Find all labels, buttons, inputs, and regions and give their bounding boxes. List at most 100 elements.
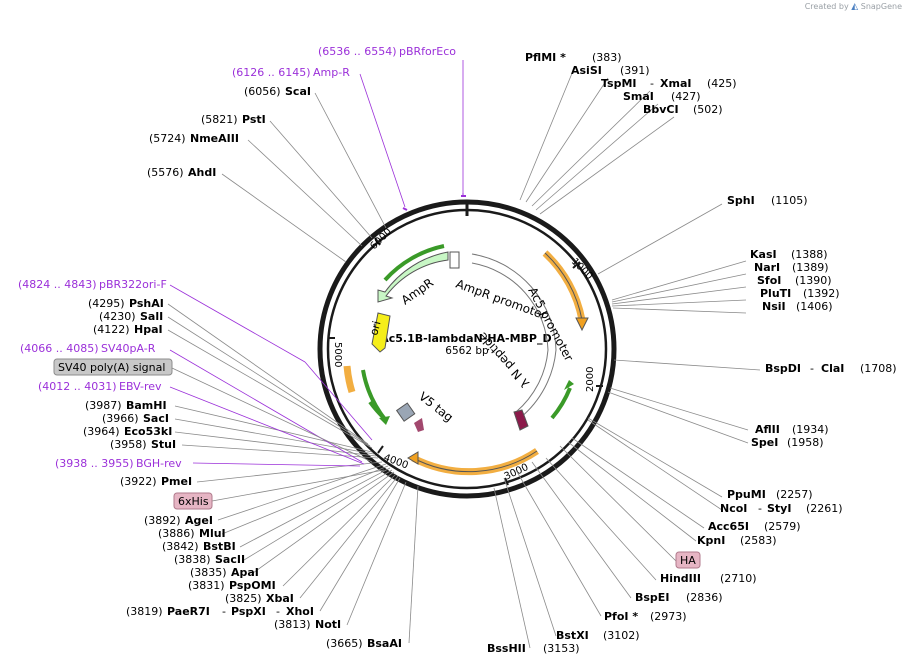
- site-acc65i-name: Acc65I: [708, 520, 749, 533]
- backbone-ring: [317, 199, 617, 499]
- site-apai-name: ApaI: [231, 566, 259, 579]
- site-bspdi-name: BspDI: [765, 362, 801, 375]
- site-bsshii-pos: (3153): [543, 642, 580, 655]
- ampr-label: AmpR: [399, 275, 436, 307]
- site-nsii-name: NsiI: [762, 300, 786, 313]
- site-pflmi-name: PflMI *: [525, 51, 566, 64]
- site-agei-name: AgeI: [185, 514, 213, 527]
- green-arrow-ori: [379, 416, 390, 425]
- site-ncoi-sep: -: [758, 502, 762, 515]
- site-saci-name: SacI: [143, 412, 169, 425]
- site-pluti-pos: (1392): [803, 287, 840, 300]
- primer-pbrforeco-range: (6536 .. 6554): [318, 45, 397, 58]
- credit-prefix: Created by: [804, 2, 849, 11]
- site-ppumi-name: PpuMI: [727, 488, 766, 501]
- site-ahdi-name: AhdI: [188, 166, 216, 179]
- primer-tick-ampr: [402, 207, 408, 211]
- tick-1000: [572, 261, 581, 269]
- primer-ebv-rev-range: (4012 .. 4031): [38, 380, 117, 393]
- site-apai-pos: (3835): [190, 566, 227, 579]
- site-agei-pos: (3892): [144, 514, 181, 527]
- ac5-promoter-arc: [471, 262, 549, 351]
- site-nmeaiii-name: NmeAIII: [190, 132, 239, 145]
- snapgene-logo-icon: ◭: [851, 2, 859, 12]
- leader-lines: [167, 65, 761, 649]
- site-ppumi-pos: (2257): [776, 488, 813, 501]
- site-kasi-name: KasI: [750, 248, 777, 261]
- site-xhoi-sep: -: [276, 605, 280, 618]
- ori-label: ori: [367, 320, 383, 337]
- site-scai-pos: (6056): [244, 85, 281, 98]
- primer-sv40pa-r-name: SV40pA-R: [101, 342, 156, 355]
- site-pshai-name: PshAI: [129, 297, 164, 310]
- site-sali-name: SalI: [140, 310, 163, 323]
- 6xhis-label: 6xHis: [178, 495, 209, 508]
- site-pfoi-pos: (2973): [650, 610, 687, 623]
- ampr-feature: [377, 251, 449, 303]
- site-bstxi-pos: (3102): [603, 629, 640, 642]
- ha-label: HA: [680, 554, 696, 567]
- green-arc-ori: [361, 369, 386, 420]
- site-mlui-pos: (3886): [158, 527, 195, 540]
- site-pluti-name: PluTI: [760, 287, 791, 300]
- site-sali-pos: (4230): [99, 310, 136, 323]
- site-sacii-name: SacII: [215, 553, 245, 566]
- site-pmei-name: PmeI: [161, 475, 192, 488]
- site-tspmi-name: TspMI: [601, 77, 637, 90]
- site-nsii-pos: (1406): [796, 300, 833, 313]
- site-acc65i-pos: (2579): [764, 520, 801, 533]
- site-xbai-name: XbaI: [266, 592, 294, 605]
- site-paer7i-pos: (3819): [126, 605, 163, 618]
- leader-sv40: [171, 367, 373, 463]
- site-ncoi-name: NcoI: [720, 502, 747, 515]
- primer-leader-lines: [169, 60, 464, 467]
- site-pspxi-sep: -: [222, 605, 226, 618]
- site-tspmi-sep: -: [650, 77, 654, 90]
- site-noti-pos: (3813): [274, 618, 311, 631]
- site-bsaai-name: BsaAI: [367, 637, 402, 650]
- site-pspomi-pos: (3831): [188, 579, 225, 592]
- site-hindiii-pos: (2710): [720, 572, 757, 585]
- site-stui-pos: (3958): [110, 438, 147, 451]
- snapgene-credit: Created by ◭ SnapGene: [805, 2, 902, 12]
- site-bstxi-name: BstXI: [556, 629, 589, 642]
- primer-ebv-rev-name: EBV-rev: [119, 380, 162, 393]
- tick-4000: [377, 445, 384, 454]
- cds-arc-c: [343, 365, 356, 394]
- site-sphi-pos: (1105): [771, 194, 808, 207]
- site-bspei-name: BspEI: [635, 591, 669, 604]
- site-pspomi-name: PspOMI: [229, 579, 276, 592]
- site-psti-pos: (5821): [201, 113, 238, 126]
- 6xhis-box: [173, 492, 213, 510]
- site-asisi-name: AsiSI: [571, 64, 602, 77]
- site-nmeaiii-pos: (5724): [149, 132, 186, 145]
- cds-arc-b-outline: [412, 450, 538, 473]
- site-bamhi-pos: (3987): [85, 399, 122, 412]
- v5-tag-feature: [395, 402, 416, 422]
- primer-leader-ori-f: [304, 361, 373, 441]
- site-xmai-pos: (425): [707, 77, 737, 90]
- ampr-promoter-box: [449, 251, 460, 269]
- site-bsaai-pos: (3665): [326, 637, 363, 650]
- site-smai-name: SmaI: [623, 90, 654, 103]
- site-hpai-name: HpaI: [134, 323, 163, 336]
- tick-6000: [374, 237, 381, 246]
- tick-label-6000: 6000: [368, 226, 394, 252]
- lambda-n-feature: [513, 409, 529, 431]
- site-spei-pos: (1958): [787, 436, 824, 449]
- sv40-polya-box: [53, 358, 173, 376]
- tick-3000: [504, 477, 509, 486]
- site-sfoi-name: SfoI: [757, 274, 781, 287]
- site-xbai-pos: (3825): [225, 592, 262, 605]
- sv40-polya-label: SV40 poly(A) signal: [58, 361, 165, 374]
- site-bstbi-name: BstBI: [203, 540, 236, 553]
- tick-label-5000: 5000: [332, 342, 343, 367]
- leader-6xhis: [211, 469, 385, 502]
- site-aflii-name: AflII: [755, 423, 780, 436]
- tick-label-2000: 2000: [585, 367, 596, 392]
- site-clai-name: ClaI: [821, 362, 844, 375]
- primer-sv40pa-r-range: (4066 .. 4085): [20, 342, 99, 355]
- cds-arc-a-outline: [544, 252, 583, 321]
- site-bbvci-name: BbvCI: [643, 103, 679, 116]
- cds-arc-b-arrow: [407, 451, 419, 465]
